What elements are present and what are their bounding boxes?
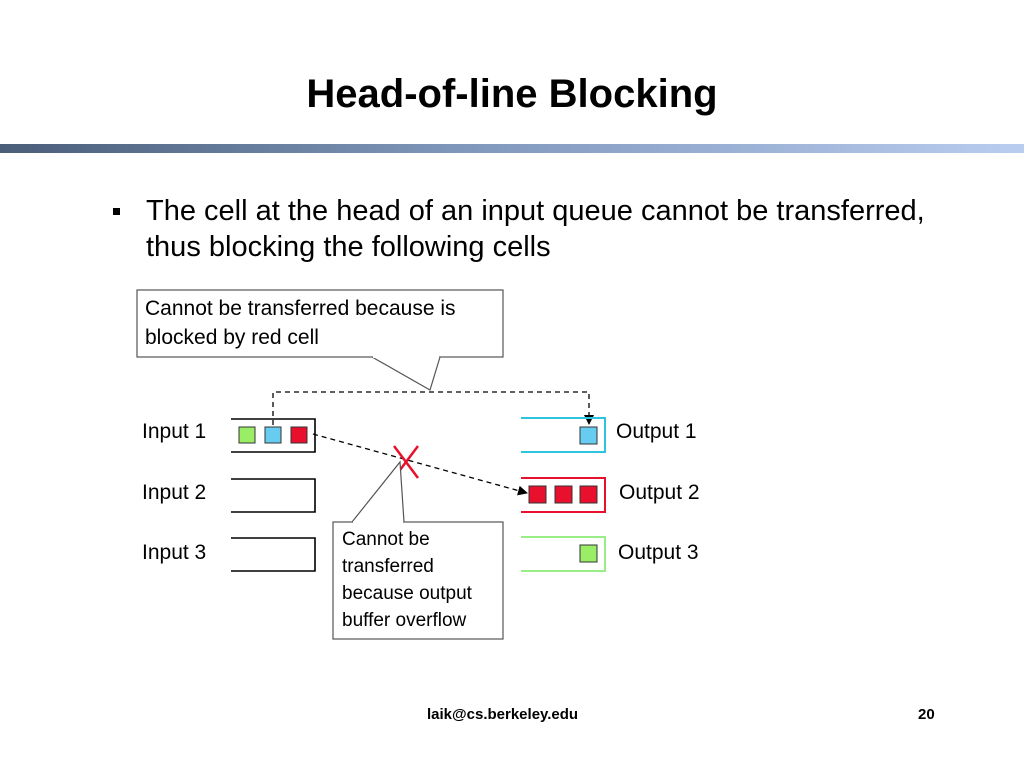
output-queue-1 (521, 417, 606, 453)
input-2-label: Input 2 (142, 481, 207, 504)
bullet-marker (113, 208, 120, 215)
callout-bottom-text: Cannot be transferred because output buf… (342, 529, 472, 631)
bullet-text: The cell at the head of an input queue c… (146, 195, 925, 263)
page-number: 20 (918, 706, 935, 723)
input-queue-3 (231, 537, 316, 572)
input-1-cell-green (238, 426, 256, 444)
output-2-cell-red-2 (554, 485, 573, 504)
callout-bottom-box (332, 521, 504, 640)
output-queue-2 (521, 477, 606, 513)
footer-email: laik@cs.berkeley.edu (427, 706, 579, 723)
input-1-cell-red (290, 426, 308, 444)
output-2-cell-red-1 (528, 485, 547, 504)
input-1-cell-blue (264, 426, 282, 444)
red-cell-arrow (312, 433, 528, 496)
callout-top-text: Cannot be transferred because is blocked… (145, 297, 456, 349)
output-3-label: Output 3 (618, 541, 699, 564)
output-1-cell-blue (579, 426, 598, 445)
output-2-label: Output 2 (619, 481, 700, 504)
callout-top-box (136, 289, 504, 358)
callout-top-pointer (371, 356, 441, 391)
blocked-path-dashed (272, 391, 594, 425)
slide-title: Head-of-line Blocking (306, 72, 718, 116)
output-3-cell-green (579, 544, 598, 563)
input-1-label: Input 1 (142, 420, 207, 443)
callout-bottom-pointer (351, 460, 405, 523)
input-queue-2 (231, 478, 316, 513)
output-queue-3 (521, 536, 606, 572)
title-divider (0, 144, 1024, 153)
input-queue-1 (231, 418, 316, 453)
output-2-cell-red-3 (579, 485, 598, 504)
input-3-label: Input 3 (142, 541, 207, 564)
output-1-label: Output 1 (616, 420, 697, 443)
